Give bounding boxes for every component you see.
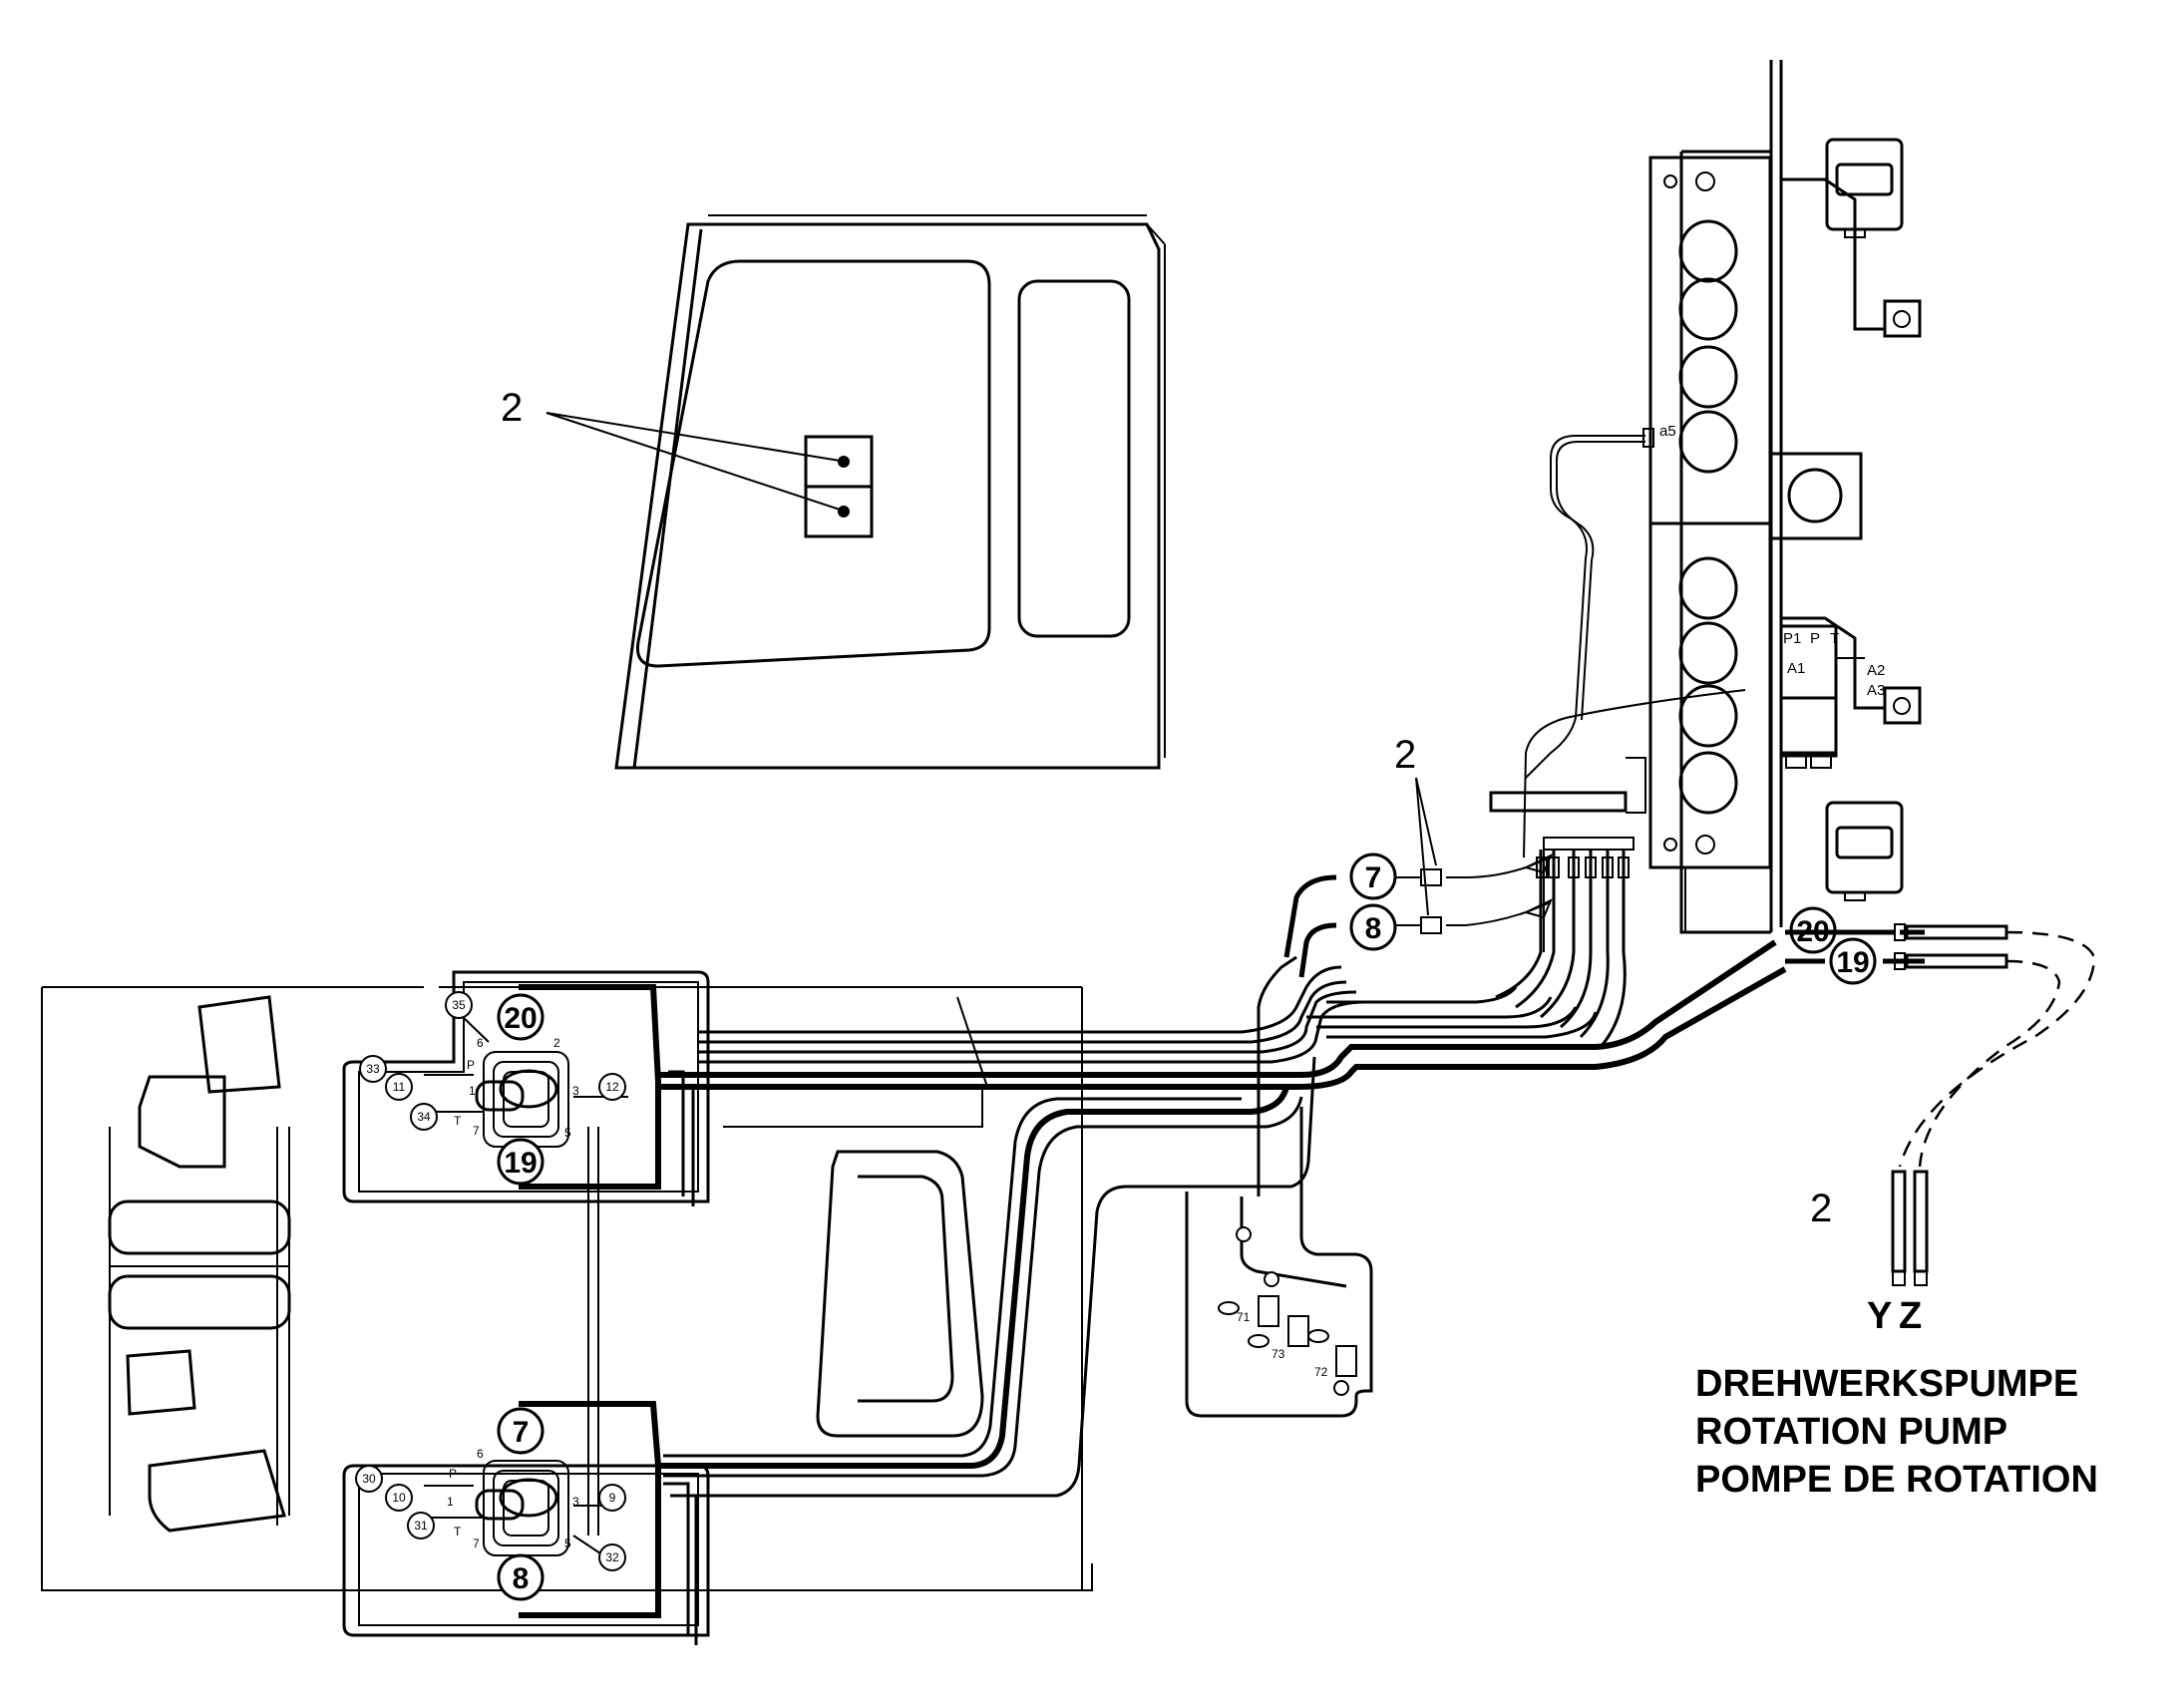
left-joystick-port-11: 11 bbox=[385, 1073, 413, 1101]
svg-text:8: 8 bbox=[513, 1562, 530, 1595]
manifold-hose-bundle bbox=[1495, 850, 1630, 1048]
svg-text:1: 1 bbox=[469, 1084, 476, 1098]
left-joystick-port-35: 35 bbox=[445, 991, 473, 1019]
right-joystick-port-31: 31 bbox=[407, 1512, 435, 1539]
valve-callout-number: 2 bbox=[1394, 733, 1416, 777]
port-a3-label: A3 bbox=[1867, 682, 1885, 699]
hose-number-7: 7 bbox=[1349, 853, 1397, 900]
pilot-line-a5 bbox=[1525, 428, 1654, 779]
right-joystick-port-9: 9 bbox=[598, 1484, 626, 1512]
svg-text:5: 5 bbox=[564, 1126, 571, 1140]
pressure-switch-top bbox=[1825, 138, 1904, 238]
solenoid-valve-block bbox=[1779, 624, 1865, 769]
hose-7-8-lines bbox=[1283, 689, 1746, 978]
pump-port-z-label: Z bbox=[1899, 1295, 1922, 1337]
right-joystick-bottom-number: 8 bbox=[497, 1553, 545, 1601]
caption-block: DREHWERKSPUMPE ROTATION PUMP POMPE DE RO… bbox=[1695, 1363, 2098, 1501]
control-valve-block bbox=[1648, 60, 1783, 934]
brake-port-71: 71 bbox=[1237, 1310, 1251, 1324]
main-pilot-lines bbox=[658, 939, 1787, 1090]
port-a5-label: a5 bbox=[1659, 423, 1676, 440]
svg-text:7: 7 bbox=[1365, 861, 1382, 894]
console-outline bbox=[41, 986, 1093, 1591]
caption-line-en: ROTATION PUMP bbox=[1695, 1411, 2007, 1453]
right-joystick-port-32: 32 bbox=[598, 1543, 626, 1571]
svg-text:32: 32 bbox=[605, 1550, 619, 1564]
port-a1-label: A1 bbox=[1787, 660, 1805, 677]
cab-callout-leaders bbox=[545, 412, 841, 511]
port-p1-label: P1 bbox=[1783, 630, 1801, 647]
lower-pilot-lines bbox=[658, 955, 1316, 1498]
left-joystick bbox=[342, 970, 710, 1206]
valve-port-labels: a5 P1 P T A1 A2 A3 bbox=[1659, 423, 1885, 699]
hose-number-8: 8 bbox=[1349, 903, 1397, 951]
pump-callout-number: 2 bbox=[1810, 1187, 1832, 1230]
svg-text:31: 31 bbox=[414, 1519, 428, 1533]
svg-text:3: 3 bbox=[572, 1084, 579, 1098]
svg-text:30: 30 bbox=[362, 1472, 376, 1486]
right-joystick bbox=[342, 1401, 710, 1645]
svg-text:1: 1 bbox=[447, 1495, 454, 1509]
cab-callout-number: 2 bbox=[501, 386, 523, 430]
svg-text:T: T bbox=[454, 1525, 462, 1538]
svg-text:11: 11 bbox=[393, 1080, 406, 1094]
left-joystick-port-33: 33 bbox=[359, 1055, 387, 1083]
svg-text:20: 20 bbox=[504, 1002, 537, 1035]
right-joystick-top-number: 7 bbox=[497, 1407, 545, 1455]
svg-text:P: P bbox=[467, 1058, 475, 1072]
right-joystick-pin-labels: P T 6 1 3 7 5 bbox=[447, 1447, 579, 1550]
caption-line-fr: POMPE DE ROTATION bbox=[1695, 1459, 2098, 1501]
valve-callout-leaders bbox=[1415, 777, 1437, 916]
svg-text:2: 2 bbox=[553, 1036, 560, 1050]
right-joystick-handle bbox=[475, 1460, 569, 1556]
pressure-switch-bottom bbox=[1825, 801, 1904, 901]
caption-line-de: DREHWERKSPUMPE bbox=[1695, 1363, 2078, 1405]
svg-text:10: 10 bbox=[392, 1491, 406, 1505]
svg-text:7: 7 bbox=[513, 1416, 530, 1449]
svg-text:3: 3 bbox=[572, 1495, 579, 1509]
cab-outline bbox=[614, 214, 1166, 770]
left-joystick-port-12: 12 bbox=[598, 1073, 626, 1101]
svg-text:7: 7 bbox=[473, 1124, 480, 1138]
svg-text:33: 33 bbox=[366, 1062, 380, 1076]
brake-port-72: 72 bbox=[1314, 1365, 1328, 1379]
svg-text:T: T bbox=[454, 1114, 462, 1128]
cab-connector-block bbox=[804, 435, 874, 538]
valve-side-plate bbox=[1769, 177, 1922, 725]
right-joystick-port-30: 30 bbox=[355, 1465, 383, 1493]
port-t-label: T bbox=[1830, 630, 1839, 647]
brake-port-73: 73 bbox=[1272, 1347, 1285, 1361]
port-p-label: P bbox=[1810, 630, 1820, 647]
left-joystick-bottom-number: 19 bbox=[497, 1138, 545, 1186]
svg-text:34: 34 bbox=[417, 1110, 431, 1124]
port-a2-label: A2 bbox=[1867, 662, 1885, 679]
svg-text:7: 7 bbox=[473, 1537, 480, 1550]
valve-spool-circles bbox=[1663, 171, 1738, 854]
svg-text:19: 19 bbox=[504, 1147, 537, 1180]
svg-text:35: 35 bbox=[452, 998, 466, 1012]
left-joystick-pin-labels: P T 6 2 1 3 7 5 bbox=[454, 1036, 579, 1140]
left-joystick-top-number: 20 bbox=[497, 993, 545, 1041]
swing-brake-block: 71 72 73 bbox=[1185, 1107, 1373, 1418]
pump-port-y-label: Y bbox=[1867, 1295, 1892, 1337]
svg-text:6: 6 bbox=[477, 1036, 484, 1050]
pump-hoses bbox=[1785, 923, 2096, 1286]
right-joystick-port-10: 10 bbox=[385, 1484, 413, 1512]
svg-text:6: 6 bbox=[477, 1447, 484, 1461]
svg-text:9: 9 bbox=[609, 1491, 616, 1505]
svg-text:19: 19 bbox=[1836, 946, 1869, 979]
left-joystick-handle bbox=[475, 1051, 569, 1148]
seat-outline bbox=[587, 996, 988, 1536]
left-joystick-port-34: 34 bbox=[410, 1103, 438, 1131]
svg-text:8: 8 bbox=[1365, 912, 1382, 945]
hose-number-19: 19 bbox=[1829, 937, 1877, 985]
svg-text:5: 5 bbox=[564, 1537, 571, 1550]
svg-text:P: P bbox=[449, 1467, 457, 1481]
svg-text:12: 12 bbox=[605, 1080, 619, 1094]
